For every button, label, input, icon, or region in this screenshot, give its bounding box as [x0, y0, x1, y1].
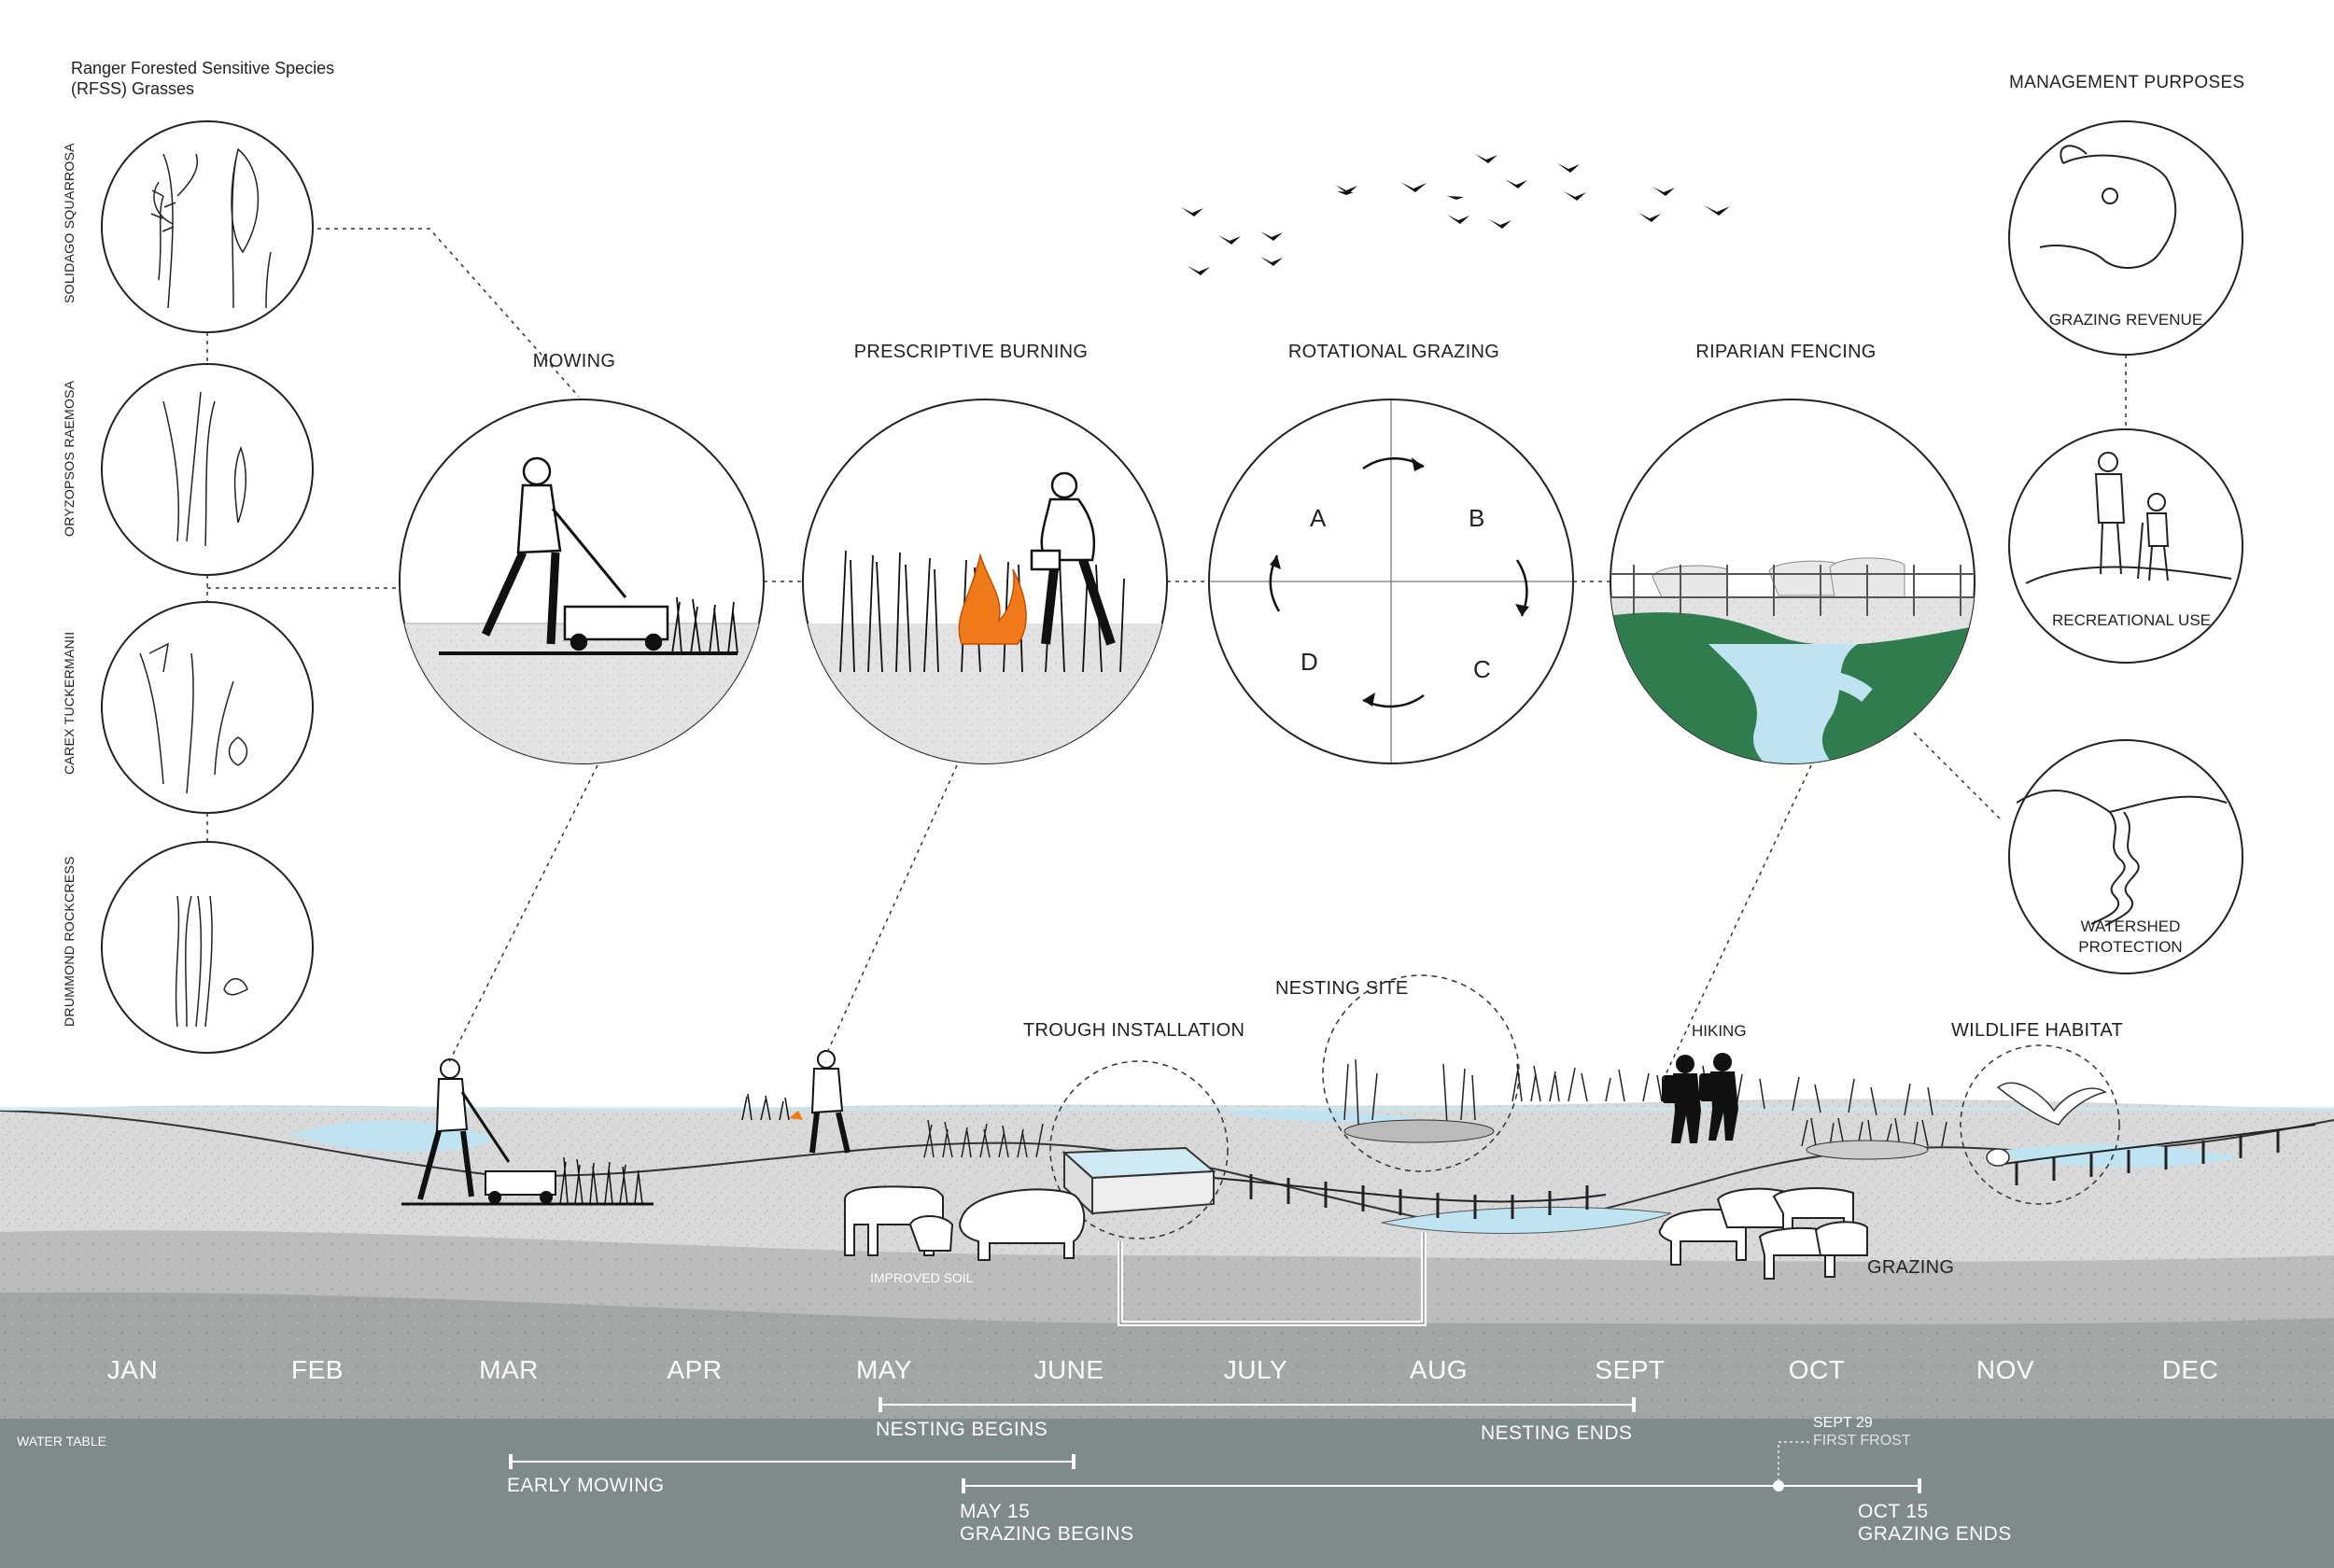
mowing-circle — [399, 399, 765, 764]
paddock-a: A — [1310, 504, 1327, 532]
timeline-bars — [509, 1397, 1921, 1493]
month-sept: SEPT — [1595, 1355, 1666, 1384]
species-label-oryzopsos: ORYZOPSOS RAEMOSA — [62, 380, 77, 537]
label-improved-soil: IMPROVED SOIL — [870, 1270, 974, 1285]
mower-figure — [401, 1058, 654, 1206]
month-june: JUNE — [1033, 1355, 1104, 1384]
paddock-d: D — [1301, 648, 1318, 676]
trough-callout — [1049, 1060, 1229, 1239]
ground-section — [0, 974, 2334, 1568]
species-circle-solidago — [101, 120, 314, 333]
month-may: MAY — [855, 1355, 913, 1384]
method-label-burning: PRESCRIPTIVE BURNING — [853, 342, 1089, 362]
riparian-fencing-circle — [1610, 399, 1975, 764]
month-apr: APR — [667, 1355, 723, 1384]
section-grasses — [923, 1058, 1947, 1158]
label-trough-installation: TROUGH INSTALLATION — [1023, 1020, 1245, 1041]
water-table-band — [0, 1419, 2334, 1568]
month-oct: OCT — [1788, 1355, 1846, 1384]
burning-circle — [802, 399, 1168, 764]
timeline-first-frost-date: SEPT 29 — [1813, 1415, 1873, 1431]
species-sketches — [139, 147, 272, 1028]
cattle-group-right — [1658, 1187, 1868, 1280]
bird-flock — [1181, 154, 1730, 275]
cattle-group-left — [844, 1185, 1086, 1261]
wildlife-callout — [1960, 1044, 2120, 1205]
label-wildlife-habitat: WILDLIFE HABITAT — [1951, 1020, 2124, 1041]
paddock-c: C — [1473, 655, 1491, 683]
timeline-early-mowing: EARLY MOWING — [507, 1475, 665, 1496]
purpose-label-grazing-revenue: GRAZING REVENUE — [2048, 311, 2203, 329]
species-circle-drummond — [101, 841, 314, 1054]
month-dec: DEC — [2161, 1355, 2219, 1384]
month-jan: JAN — [106, 1355, 159, 1384]
rotational-grazing-circle — [1208, 399, 1574, 764]
label-grazing: GRAZING — [1867, 1257, 1955, 1278]
management-title: MANAGEMENT PURPOSES — [2009, 73, 2245, 92]
label-nesting-site: NESTING SITE — [1275, 978, 1409, 999]
month-feb: FEB — [291, 1355, 344, 1384]
species-panel-title: Ranger Forested Sensitive Species (RFSS)… — [71, 59, 335, 98]
label-water-table: WATER TABLE — [17, 1434, 106, 1449]
timeline-grazing-begins: GRAZING BEGINS — [960, 1523, 1134, 1545]
purpose-label-watershed-protection: WATERSHED PROTECTION — [2078, 917, 2183, 956]
month-aug: AUG — [1409, 1355, 1469, 1384]
paddock-b: B — [1469, 504, 1485, 532]
connector-lines — [206, 228, 2127, 1084]
method-label-riparian-fencing: RIPARIAN FENCING — [1695, 342, 1877, 362]
method-label-rotational-grazing: ROTATIONAL GRAZING — [1287, 342, 1500, 362]
timeline-grazing-ends-date: OCT 15 — [1858, 1501, 1929, 1522]
method-label-mowing: MOWING — [532, 351, 616, 371]
purpose-circle-watershed — [2008, 739, 2243, 974]
purpose-circle-recreation — [2008, 428, 2243, 664]
timeline-nesting-begins: NESTING BEGINS — [876, 1419, 1048, 1440]
label-hiking: HIKING — [1692, 1022, 1747, 1040]
species-circle-carex — [101, 601, 314, 814]
hiker-figures — [1662, 1053, 1738, 1143]
burner-figure — [741, 1050, 851, 1154]
purpose-circle-grazing — [2008, 120, 2243, 356]
timeline-first-frost: FIRST FROST — [1813, 1433, 1911, 1449]
month-nov: NOV — [1975, 1355, 2035, 1384]
wildlife-bird — [1986, 1082, 2107, 1167]
purpose-circles — [2008, 120, 2243, 974]
species-label-drummond: DRUMMOND ROCKCRESS — [62, 856, 77, 1027]
month-mar: MAR — [479, 1355, 539, 1384]
timeline-grazing-ends: GRAZING ENDS — [1858, 1523, 2012, 1545]
species-label-solidago: SOLIDAGO SQUARROSA — [62, 143, 77, 303]
purpose-label-recreational-use: RECREATIONAL USE — [2051, 611, 2212, 629]
trough — [1062, 1146, 1216, 1216]
month-july: JULY — [1223, 1355, 1288, 1384]
species-label-carex: CAREX TUCKERMANII — [62, 631, 77, 775]
timeline-grazing-begins-date: MAY 15 — [960, 1501, 1031, 1522]
purpose-sketches — [2016, 145, 2232, 927]
timeline-nesting-ends: NESTING ENDS — [1481, 1422, 1633, 1444]
species-circles — [101, 120, 314, 1054]
